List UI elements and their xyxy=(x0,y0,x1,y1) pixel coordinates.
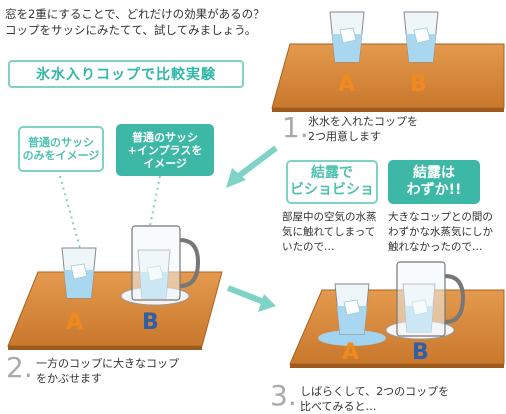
experiment-title: 氷水入りコップで比較実験 xyxy=(8,60,244,88)
bubble-sash-only: 普通のサッシ のみをイメージ xyxy=(18,126,104,172)
step-3-line-1: しばらくして、2つのコップを xyxy=(300,385,450,398)
step-1-caption: 氷水を入れたコップを 2つ用意します xyxy=(308,114,418,144)
step-3-line-2: 比べてみると… xyxy=(300,400,377,413)
label-a-panel-1: A xyxy=(338,72,356,97)
bubble-a-line-1: 普通のサッシ xyxy=(28,136,94,149)
result-b-text: 大きなコップとの間の わずかな水蒸気にしか 触れなかったので… xyxy=(388,210,493,255)
result-a-heading: 結露で ビショビショ xyxy=(286,160,378,204)
intro-line-1: 窓を2重にすることで、どれだけの効果があるの？ xyxy=(5,7,265,21)
step-3-caption: しばらくして、2つのコップを 比べてみると… xyxy=(300,384,449,414)
step-2-line-1: 一方のコップに大きなコップ xyxy=(36,357,179,370)
label-a-panel-2: A xyxy=(66,310,84,335)
bubble-b-line-1: 普通のサッシ xyxy=(131,130,198,144)
label-a-panel-3: A xyxy=(342,340,360,365)
pointer-b xyxy=(149,175,161,227)
step-1-line-1: 氷水を入れたコップを xyxy=(308,115,418,128)
intro-line-2: コップをサッシにみたてて、試してみましょう。 xyxy=(5,23,257,37)
step-1-number: 1. xyxy=(282,111,309,144)
step-2-caption: 一方のコップに大きなコップ をかぶせます xyxy=(36,356,179,386)
label-b-panel-2: B xyxy=(142,310,159,335)
panel-1-glass-b xyxy=(403,11,439,63)
panel-3-glass-b-dry xyxy=(385,261,466,340)
result-a-line-3: いたので… xyxy=(282,241,335,253)
label-b-panel-1: B xyxy=(410,72,427,97)
result-a-head-2: ビショビショ xyxy=(290,182,374,198)
result-a-line-1: 部屋中の空気の水蒸 xyxy=(282,211,377,223)
panel-1-table xyxy=(271,43,505,112)
result-b-head-2: わずか!! xyxy=(406,182,462,198)
result-b-line-3: 触れなかったので… xyxy=(388,241,483,253)
intro-text: 窓を2重にすることで、どれだけの効果があるの？ コップをサッシにみたてて、試して… xyxy=(5,6,305,38)
result-b-line-2: わずかな水蒸気にしか xyxy=(388,226,493,238)
result-b-heading: 結露は わずか!! xyxy=(388,160,480,204)
result-b-head-1: 結露は xyxy=(413,165,455,181)
bubble-b-line-2: +インプラスを xyxy=(127,143,203,157)
step-2-line-2: をかぶせます xyxy=(36,372,102,385)
arrow-to-step-3 xyxy=(226,285,276,312)
result-b-line-1: 大きなコップとの間の xyxy=(388,211,493,223)
result-a-text: 部屋中の空気の水蒸 気に触れてしまって いたので… xyxy=(282,210,377,255)
pointer-a xyxy=(59,175,81,249)
step-2-number: 2. xyxy=(6,351,33,384)
bubble-a-line-2: のみをイメージ xyxy=(22,149,100,162)
step-3-number: 3. xyxy=(270,379,297,412)
result-a-head-1: 結露で xyxy=(311,165,353,181)
label-b-panel-3: B xyxy=(412,340,429,365)
panel-1-glass-a xyxy=(329,11,365,63)
panel-2-glass-a xyxy=(61,247,97,299)
result-a-line-2: 気に触れてしまって xyxy=(282,226,376,238)
panel-2-glass-b-covered xyxy=(120,225,201,306)
bubble-b-line-3: イメージ xyxy=(143,156,187,170)
panel-3-glass-a-wet xyxy=(318,283,386,346)
bubble-sash-inplus: 普通のサッシ +インプラスを イメージ xyxy=(116,124,214,176)
arrow-to-step-2 xyxy=(226,145,278,188)
step-1-line-2: 2つ用意します xyxy=(308,130,381,143)
